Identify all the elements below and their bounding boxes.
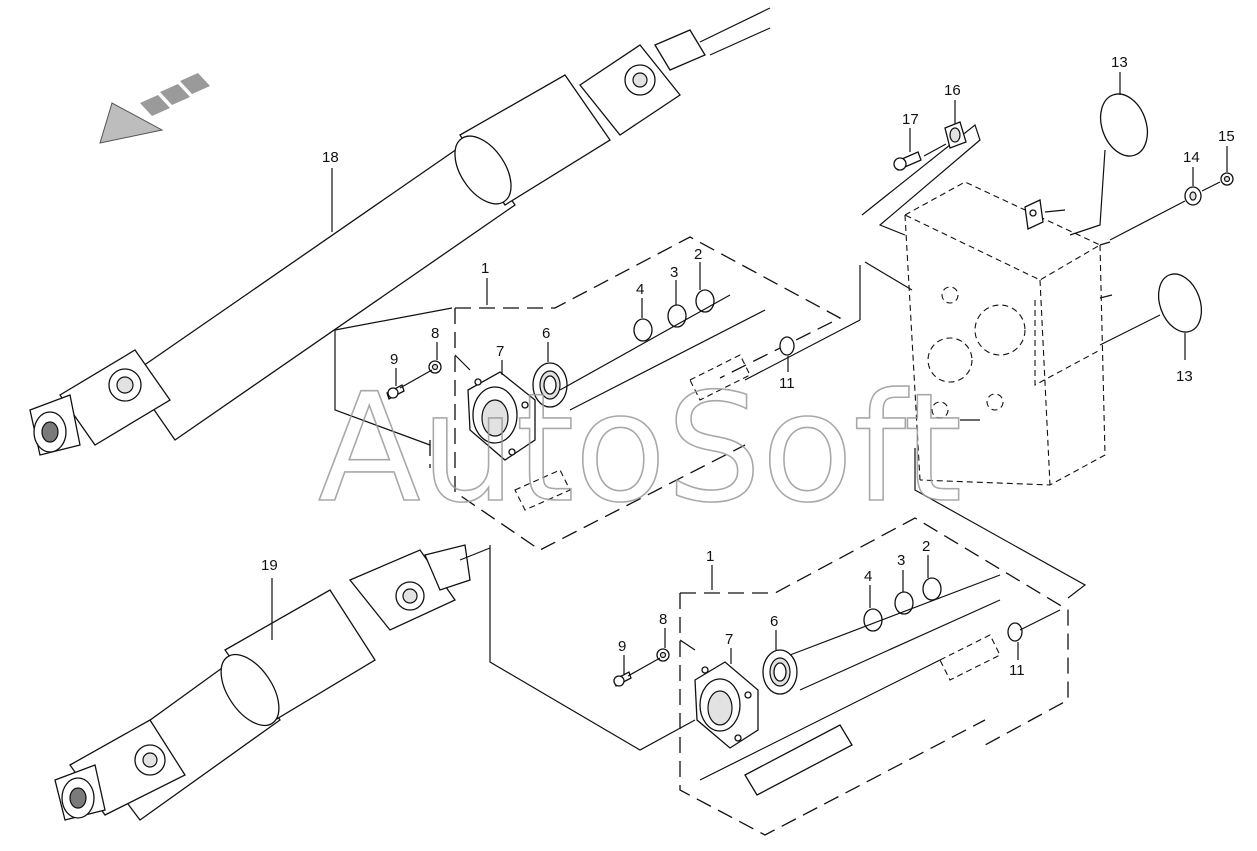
nut-16 bbox=[944, 121, 967, 149]
callout-19: 19 bbox=[261, 557, 278, 574]
callout-1-upper: 1 bbox=[481, 260, 489, 277]
callout-18: 18 bbox=[322, 149, 339, 166]
callout-4-lower: 4 bbox=[864, 568, 872, 585]
callout-2-upper: 2 bbox=[694, 246, 702, 263]
callout-6-upper: 6 bbox=[542, 325, 550, 342]
callout-1-lower: 1 bbox=[706, 548, 714, 565]
callout-4-upper: 4 bbox=[636, 281, 644, 298]
callout-17: 17 bbox=[902, 111, 919, 128]
callout-15: 15 bbox=[1218, 128, 1235, 145]
callout-3-upper: 3 bbox=[670, 264, 678, 281]
seal-assembly-upper bbox=[334, 236, 861, 551]
washer-14 bbox=[1184, 186, 1202, 206]
seal-assembly-lower bbox=[489, 517, 1069, 836]
gasket-13-top bbox=[1099, 93, 1149, 157]
drive-shaft-18 bbox=[29, 7, 771, 456]
callout-8-lower: 8 bbox=[659, 611, 667, 628]
callout-7-upper: 7 bbox=[496, 343, 504, 360]
gasket-13-bottom bbox=[1157, 273, 1203, 333]
callout-9-upper: 9 bbox=[390, 351, 398, 368]
callout-7-lower: 7 bbox=[725, 631, 733, 648]
callout-14: 14 bbox=[1183, 149, 1200, 166]
callout-16: 16 bbox=[944, 82, 961, 99]
callout-9-lower: 9 bbox=[618, 638, 626, 655]
bolt-17 bbox=[893, 151, 922, 171]
callout-6-lower: 6 bbox=[770, 613, 778, 630]
callout-11-upper: 11 bbox=[779, 375, 795, 392]
callout-8-upper: 8 bbox=[431, 325, 439, 342]
watermark-text: AutoSoft bbox=[318, 362, 962, 536]
gearbox-housing bbox=[861, 123, 1113, 599]
direction-arrow-icon bbox=[99, 73, 210, 144]
callout-11-lower: 11 bbox=[1009, 662, 1025, 679]
drive-shaft-19 bbox=[54, 544, 491, 821]
callout-13-top: 13 bbox=[1111, 54, 1128, 71]
callout-3-lower: 3 bbox=[897, 552, 905, 569]
callout-2-lower: 2 bbox=[922, 538, 930, 555]
nut-15 bbox=[1220, 172, 1234, 186]
callout-13-bottom: 13 bbox=[1176, 368, 1193, 385]
